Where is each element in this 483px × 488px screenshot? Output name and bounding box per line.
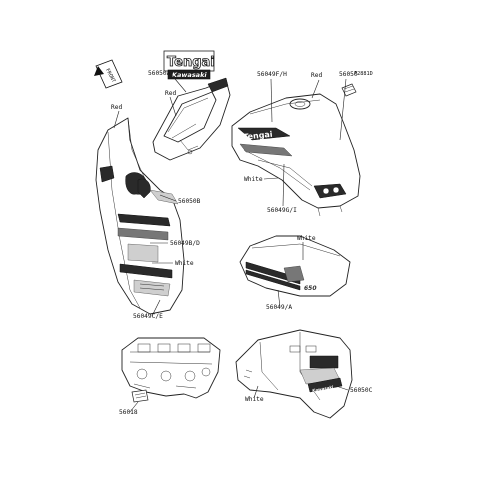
small-red-decal — [341, 83, 357, 97]
fuel-tank: Tengai — [231, 93, 361, 217]
label-56049A: 56049/A — [266, 304, 292, 311]
label-red-top-left: Red — [165, 90, 176, 97]
reference-code: F2881D — [354, 71, 373, 77]
label-56049GI: 56049G/I — [267, 207, 297, 214]
tank-logo-print: Tengai — [243, 130, 273, 142]
label-56050A: 56050A — [148, 70, 171, 77]
side-cover-print: 650 — [304, 285, 317, 292]
label-56049BD: 56049B/D — [170, 240, 200, 247]
side-cover: 650 — [239, 235, 351, 297]
fender-print: Kawasaki — [312, 384, 334, 393]
cylinder-head — [121, 337, 221, 399]
label-56049FH: 56049F/H — [257, 71, 287, 78]
logo-brand-small: Kawasaki — [172, 71, 207, 79]
label-red-top-right: Red — [311, 72, 322, 79]
label-white-fairing: White — [175, 260, 194, 267]
small-label-56018 — [131, 389, 149, 403]
tengai-logo-decal: Tengai Kawasaki — [163, 50, 215, 80]
label-white-tank: White — [244, 176, 263, 183]
label-56049CE: 56049C/E — [133, 313, 163, 320]
front-fairing — [95, 117, 185, 315]
label-56050: 56050 — [339, 71, 358, 78]
front-arrow: FRONT — [94, 59, 123, 89]
label-56050C: 56050C — [350, 387, 373, 394]
upper-cowl — [152, 77, 231, 161]
label-56050B: 56050B — [178, 198, 201, 205]
label-red-left: Red — [111, 104, 122, 111]
logo-brand-large: Tengai — [167, 55, 215, 70]
label-white-side: White — [297, 235, 316, 242]
leader-lines — [113, 72, 349, 413]
label-white-fender: White — [245, 396, 264, 403]
label-56018: 56018 — [119, 409, 138, 416]
rear-fender: Kawasaki — [235, 329, 353, 419]
